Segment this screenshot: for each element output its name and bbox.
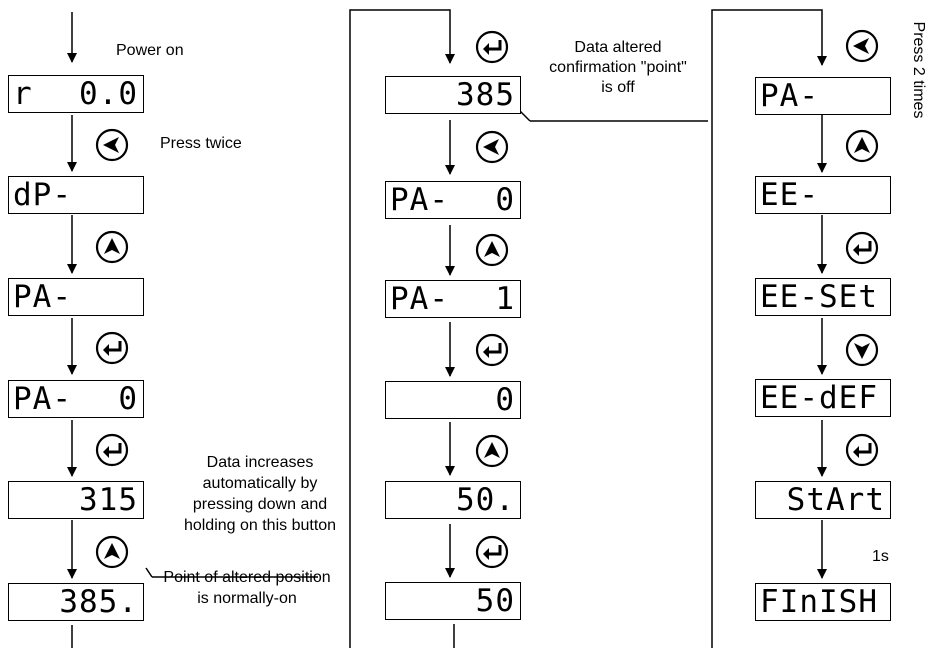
display-left-text: PA- [13,381,72,417]
enter-key-icon [475,333,509,367]
enter-key-icon [475,30,509,64]
one-second-label: 1s [872,548,889,565]
enter-key-icon [845,231,879,265]
enter-key-icon [845,433,879,467]
display-screen: PA- [755,77,891,115]
down-arrow-key-icon [845,333,879,367]
display-screen: 385. [8,583,144,621]
display-right-text: 0 [495,382,515,418]
display-screen: r 0.0 [8,75,144,113]
up-arrow-key-icon [95,230,129,264]
press-twice-label: Press twice [160,135,242,152]
display-screen: 385 [385,76,521,114]
enter-key-icon [475,535,509,569]
display-screen: EE-SEt [755,278,891,316]
display-screen: StArt [755,481,891,519]
display-left-text: PA- [390,281,449,317]
left-arrow-key-icon [845,29,879,63]
display-left-text: dP- [13,177,72,213]
display-right-text: 0 [118,381,138,417]
enter-key-icon [95,433,129,467]
display-left-text: FInISH [760,584,878,620]
display-left-text: EE- [760,177,819,213]
display-right-text: 315 [79,482,138,518]
display-screen: PA- [8,278,144,316]
left-arrow-key-icon [95,128,129,162]
display-right-text: 0.0 [79,76,138,112]
display-screen: EE- [755,176,891,214]
display-screen: FInISH [755,583,891,621]
display-right-text: 385 [456,77,515,113]
display-screen: 315 [8,481,144,519]
display-right-text: 0 [495,182,515,218]
display-screen: 50 [385,582,521,620]
display-screen: dP- [8,176,144,214]
up-arrow-key-icon [475,233,509,267]
data-increases-label: Data increases automatically by pressing… [183,454,337,534]
display-left-text: r [13,76,33,112]
display-left-text: PA- [390,182,449,218]
display-left-text: PA- [760,78,819,114]
press-2-times-label: Press 2 times [910,21,927,119]
power-on-label: Power on [116,42,184,59]
left-arrow-key-icon [475,130,509,164]
display-right-text: 385. [59,584,138,620]
display-screen: EE-dEF [755,379,891,417]
display-left-text: EE-dEF [760,380,878,416]
display-right-text: StArt [786,482,885,518]
display-screen: 50. [385,481,521,519]
up-arrow-key-icon [845,129,879,163]
callout-line [519,110,531,122]
connector-line [349,9,455,648]
callout-line [145,567,153,578]
up-arrow-key-icon [95,535,129,569]
display-screen: PA- 0 [8,380,144,418]
display-right-text: 50. [456,482,515,518]
connector-line [711,9,827,648]
display-screen: 0 [385,381,521,419]
enter-key-icon [95,331,129,365]
up-arrow-key-icon [475,434,509,468]
display-left-text: EE-SEt [760,279,878,315]
display-right-text: 50 [475,583,515,619]
point-altered-label: Point of altered position is normally-on [163,569,331,607]
display-left-text: PA- [13,279,72,315]
data-altered-label: Data altered confirmation "point" is off [549,39,687,96]
display-screen: PA- 1 [385,280,521,318]
display-right-text: 1 [495,281,515,317]
display-screen: PA- 0 [385,181,521,219]
